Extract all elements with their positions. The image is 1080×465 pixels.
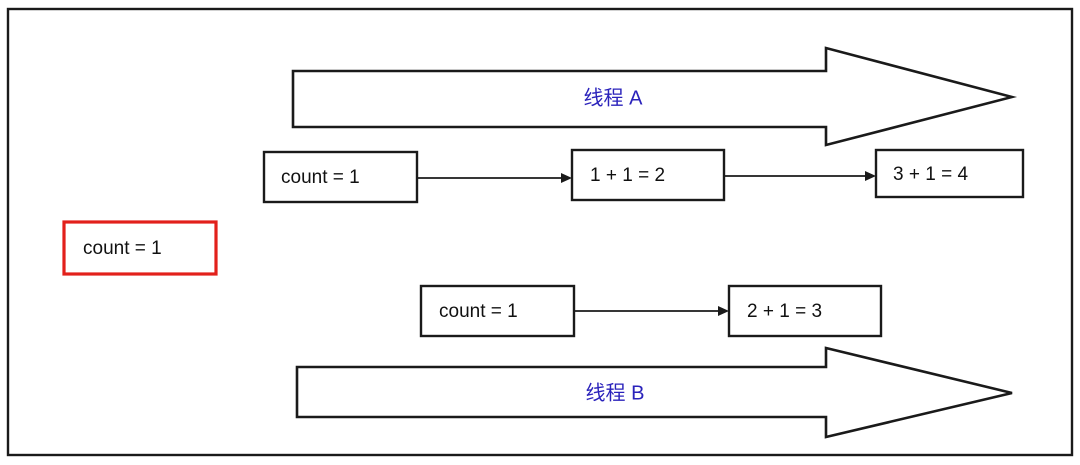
- thread-b-step-1-label: count = 1: [439, 301, 518, 322]
- thread-a-step-3-label: 3 + 1 = 4: [893, 164, 968, 185]
- thread-b-arrow: [295, 346, 1013, 439]
- thread-b-label: 线程 B: [586, 381, 645, 404]
- thread-a-label: 线程 A: [584, 86, 644, 109]
- thread-a-step-1-box: [262, 150, 419, 204]
- thread-b-step-1-box: [419, 284, 576, 338]
- shared-state-box: [62, 220, 218, 276]
- thread-a-step-2-box: [570, 148, 726, 202]
- shared-state-label: count = 1: [83, 238, 162, 259]
- thread-a-arrow: [291, 46, 1018, 147]
- thread-b-step-2-box: [727, 284, 883, 338]
- thread-a-step-3-box: [874, 148, 1025, 199]
- thread-b-step-2-label: 2 + 1 = 3: [747, 301, 822, 322]
- thread-a-connector-1-arrowhead: [561, 173, 572, 183]
- thread-a-step-1-label: count = 1: [281, 167, 360, 188]
- thread-a-connector-2-arrowhead: [865, 171, 876, 181]
- thread-b-connector-1-arrowhead: [718, 306, 729, 316]
- thread-a-step-2-label: 1 + 1 = 2: [590, 165, 665, 186]
